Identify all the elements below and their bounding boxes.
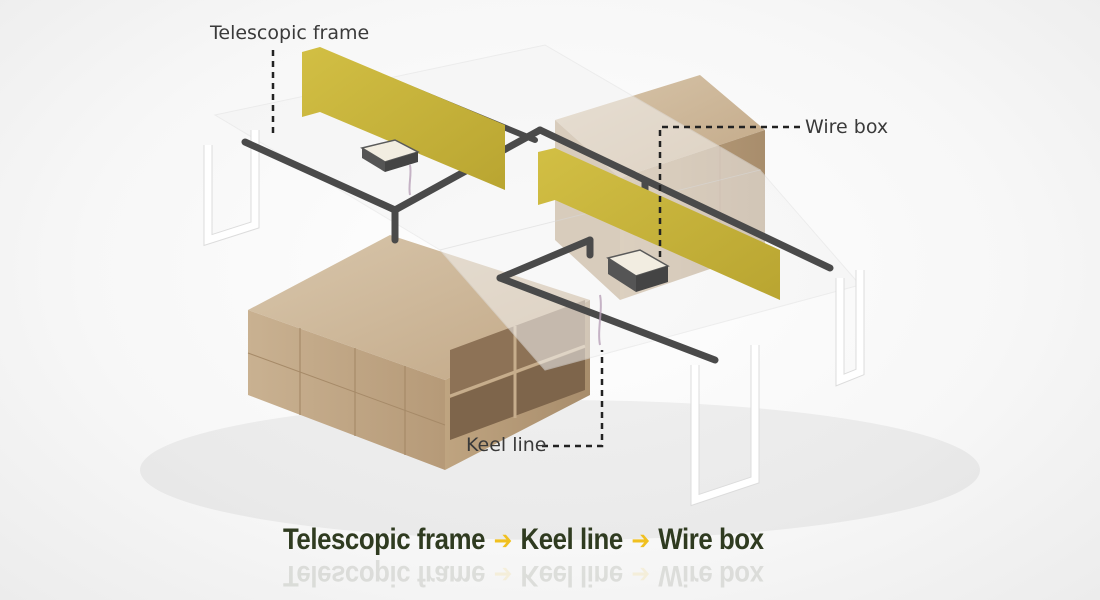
keel-line-callout: Keel line (466, 434, 547, 456)
flow-reflection-step-telescopic-frame: Telescopic frame (283, 559, 486, 592)
white-leg-frames (203, 130, 865, 507)
flow-reflection-arrow-icon: ➔ (631, 560, 650, 591)
flow-step-keel-line: Keel line (520, 523, 624, 556)
keel-line-leader (542, 350, 604, 448)
wire-box-leader (658, 125, 800, 262)
flow-arrow-icon: ➔ (493, 524, 513, 555)
floor-shadow (140, 400, 980, 540)
callout-leaders (271, 50, 800, 448)
wire-box-2 (606, 249, 670, 292)
flow-reflection-arrow-icon: ➔ (493, 560, 512, 591)
flow-step-telescopic-frame: Telescopic frame (283, 523, 486, 556)
flow-step-wire-box: Wire box (658, 523, 764, 556)
flow-reflection-step-keel-line: Keel line (520, 559, 623, 592)
flow-caption-reflection: Telescopic frame ➔ Keel line ➔ Wire box (283, 556, 764, 594)
wire-box-1 (360, 139, 420, 172)
telescopic-frame-callout: Telescopic frame (210, 22, 370, 44)
flow-caption: Telescopic frame ➔ Keel line ➔ Wire box (283, 521, 764, 559)
wire-box-callout: Wire box (805, 116, 889, 138)
front-cabinet (247, 235, 590, 470)
flow-reflection-step-wire-box: Wire box (658, 559, 764, 592)
keel-line-cable (408, 164, 602, 346)
flow-arrow-icon: ➔ (631, 524, 650, 555)
